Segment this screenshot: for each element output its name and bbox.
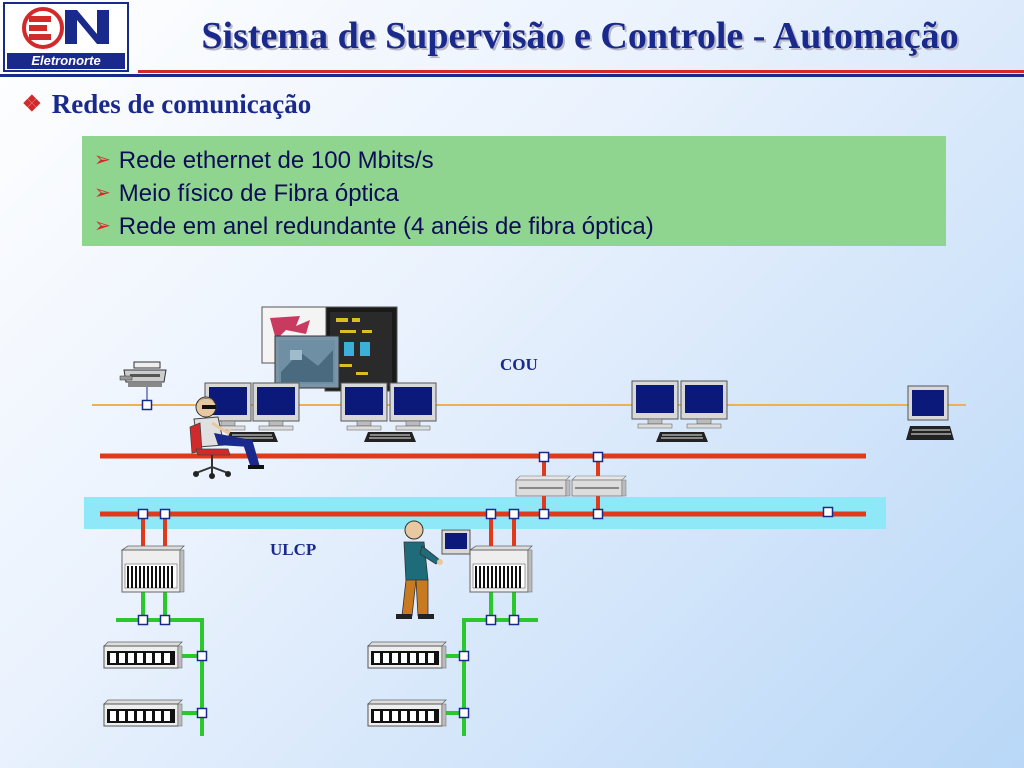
network-switch-1: [515, 475, 571, 497]
technician-standing-icon: [396, 520, 443, 619]
io-rack-2: [103, 699, 183, 727]
ulcp-label: ULCP: [270, 540, 317, 559]
logo-wordmark: Eletronorte: [7, 53, 125, 69]
feature-text: Rede em anel redundante (4 anéis de fibr…: [118, 213, 654, 240]
arrow-bullet-icon: ➢: [94, 149, 111, 171]
arrow-bullet-icon: ➢: [94, 182, 111, 204]
arrow-bullet-icon: ➢: [94, 215, 111, 237]
feature-item: ➢ Rede ethernet de 100 Mbits/s: [94, 144, 946, 177]
ulcp-plc-1: [121, 545, 185, 593]
control-panel-icon: [441, 529, 471, 555]
printer-icon: [119, 361, 167, 387]
diamond-bullet-icon: ❖: [22, 91, 42, 116]
workstation-2: [340, 382, 437, 442]
section-title: Redes de comunicação: [51, 88, 312, 119]
features-box: ➢ Rede ethernet de 100 Mbits/s ➢ Meio fí…: [82, 136, 946, 246]
io-rack-3: [367, 641, 447, 669]
network-switch-2: [571, 475, 627, 497]
eletronorte-emblem-icon: [22, 7, 109, 49]
section-heading: ❖ Redes de comunicação: [22, 86, 311, 122]
ulcp-plc-2: [469, 545, 533, 593]
video-wall-icon: [261, 306, 398, 392]
terminal-icon: [906, 385, 954, 440]
feature-text: Meio físico de Fibra óptica: [118, 180, 399, 207]
feature-item: ➢ Rede em anel redundante (4 anéis de fi…: [94, 210, 946, 243]
title-divider-red: [138, 70, 1024, 73]
feature-text: Rede ethernet de 100 Mbits/s: [118, 147, 434, 174]
operator-seated-icon: [189, 396, 264, 479]
title-divider-blue: [0, 74, 1024, 77]
workstation-3: [631, 380, 728, 442]
cou-label: COU: [500, 355, 538, 374]
printer-port: [141, 399, 153, 411]
io-rack-1: [103, 641, 183, 669]
io-rack-4: [367, 699, 447, 727]
feature-item: ➢ Meio físico de Fibra óptica: [94, 177, 946, 210]
page-title: Sistema de Supervisão e Controle - Autom…: [201, 15, 959, 57]
eletronorte-logo: Eletronorte: [3, 2, 129, 72]
